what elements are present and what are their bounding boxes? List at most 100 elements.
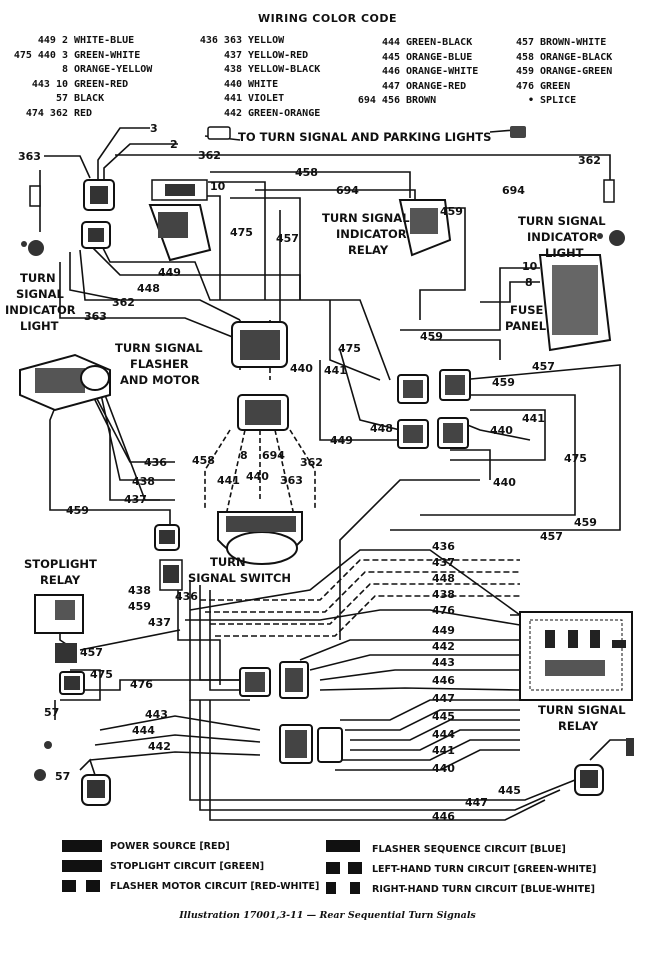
wire-label: 445	[432, 710, 455, 723]
wire-lines	[39, 127, 630, 821]
wire-label: 447	[465, 796, 488, 809]
left-indicator-connector-lower	[81, 221, 111, 249]
legend-label-motor: FLASHER MOTOR CIRCUIT [RED-WHITE]	[110, 881, 320, 892]
wire-label: 459	[66, 504, 89, 517]
wire-label: 440	[290, 362, 313, 375]
label-ts-ind-light-left-3: INDICATOR	[5, 303, 76, 317]
wire-label: 57	[44, 706, 59, 719]
wire-label: 362	[578, 154, 601, 167]
wire-label: 10	[210, 180, 226, 193]
wire-label: 436	[144, 456, 167, 469]
wire-label: 438	[132, 475, 155, 488]
wire-label: 475	[338, 342, 361, 355]
right-rear-lamp	[574, 738, 634, 796]
left-rear-lamp	[81, 774, 111, 806]
stoplight-connector-1	[55, 643, 77, 663]
turn-signal-switch-body	[217, 511, 303, 565]
legend-swatch-sequence	[326, 840, 360, 852]
legend-swatch-power	[62, 840, 102, 852]
label-ts-ind-light-left-1: TURN	[20, 271, 56, 285]
wire-label: 475	[230, 226, 253, 239]
wire-label: 8	[525, 276, 533, 289]
figure-caption: Illustration 17001,3-11 — Rear Sequentia…	[179, 910, 476, 921]
turn-signal-parking-connector-right	[510, 126, 526, 138]
label-ts-ind-light-right-2: INDICATOR	[527, 230, 598, 244]
wire-label: 441	[522, 412, 545, 425]
legend-swatch-motor-b	[86, 880, 100, 892]
wire-label: 475	[564, 452, 587, 465]
turn-signal-parking-connector-left	[207, 126, 231, 140]
label-ts-ind-relay-2: INDICATOR	[336, 227, 407, 241]
wire-label: 449	[158, 266, 181, 279]
wire-label: 445	[498, 784, 521, 797]
stoplight-connector-2	[59, 671, 85, 695]
label-flasher-motor-3: AND MOTOR	[120, 373, 200, 387]
wire-label: 475	[90, 668, 113, 681]
wire-label: 448	[137, 282, 160, 295]
legend-swatch-right-b	[350, 882, 360, 894]
wire-label: 362	[112, 296, 135, 309]
flasher-connector-top	[151, 179, 208, 201]
wire-label: 444	[132, 724, 155, 737]
wire-label: 438	[128, 584, 151, 597]
indicator-relay-box	[398, 199, 452, 257]
wire-label: 442	[148, 740, 171, 753]
label-to-turn-signal: TO TURN SIGNAL AND PARKING LIGHTS	[238, 130, 491, 144]
legend-label-sequence: FLASHER SEQUENCE CIRCUIT [BLUE]	[372, 844, 566, 855]
wire-label: 362	[198, 149, 221, 162]
wire-label: 446	[432, 810, 455, 823]
wire-label: 442	[432, 640, 455, 653]
wire-label: 448	[370, 422, 393, 435]
label-stoplight-relay-2: RELAY	[40, 573, 81, 587]
wire-label: 441	[217, 474, 240, 487]
label-turn-signal-switch-2: SIGNAL SWITCH	[188, 571, 291, 585]
right-indicator-bulb	[603, 179, 625, 246]
wire-label: 436	[432, 540, 455, 553]
wire-number-labels: 3 2 363 362 362 458 694 694 10 457 475 4…	[18, 122, 601, 823]
right-connector-c	[397, 419, 429, 449]
legend-label-power: POWER SOURCE [RED]	[110, 841, 230, 852]
legend-swatch-motor-a	[62, 880, 76, 892]
wire-label: 458	[295, 166, 318, 179]
label-ts-ind-light-right-3: LIGHT	[545, 246, 584, 260]
wire-label: 443	[432, 656, 455, 669]
wire-label: 694	[502, 184, 525, 197]
wire-label: 10	[522, 260, 538, 273]
wire-label: 459	[492, 376, 515, 389]
legend-swatch-left-a	[326, 862, 340, 874]
label-ts-ind-relay-1: TURN SIGNAL	[322, 211, 410, 225]
wire-label: 458	[192, 454, 215, 467]
wire-label: 457	[276, 232, 299, 245]
fuse-panel-box	[538, 254, 612, 352]
wire-label: 447	[432, 692, 455, 705]
wire-label: 444	[432, 728, 455, 741]
color-code-row: •SPLICE	[527, 95, 577, 106]
flasher-connector-body	[148, 204, 212, 262]
wire-label: 449	[330, 434, 353, 447]
stoplight-relay-box	[34, 594, 84, 634]
right-connector-d	[437, 417, 469, 449]
wire-label: 459	[420, 330, 443, 343]
right-connector-a	[397, 374, 429, 404]
ground-symbols	[21, 233, 603, 781]
